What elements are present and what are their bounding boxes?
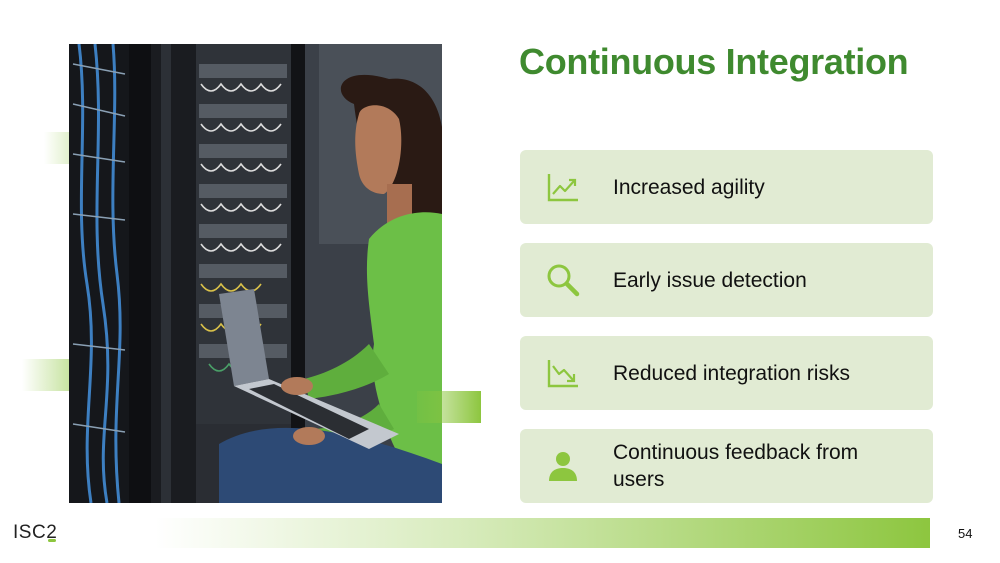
benefit-label: Early issue detection [613,268,807,292]
footer-gradient-bar [155,518,930,548]
logo-text: ISC [13,522,47,543]
logo-suffix: 2 [46,522,58,543]
decorative-green-accent [417,391,481,423]
magnifying-glass-icon [545,262,581,298]
page-number: 54 [958,526,973,541]
user-icon [545,448,581,484]
benefit-card-increased-agility: Increased agility [520,150,933,224]
benefit-card-reduced-integration-risks: Reduced integration risks [520,336,933,410]
benefit-card-early-issue-detection: Early issue detection [520,243,933,317]
benefit-label: Continuous feedback from users [613,441,859,491]
trending-up-chart-icon [545,169,581,205]
server-room-photo [69,44,442,503]
trending-down-chart-icon [545,355,581,391]
slide-title: Continuous Integration [519,41,909,82]
benefit-label: Increased agility [613,175,765,199]
benefit-label: Reduced integration risks [613,361,850,385]
benefit-card-continuous-feedback: Continuous feedback from users [520,429,933,503]
isc2-logo: ISC2 [13,522,57,544]
